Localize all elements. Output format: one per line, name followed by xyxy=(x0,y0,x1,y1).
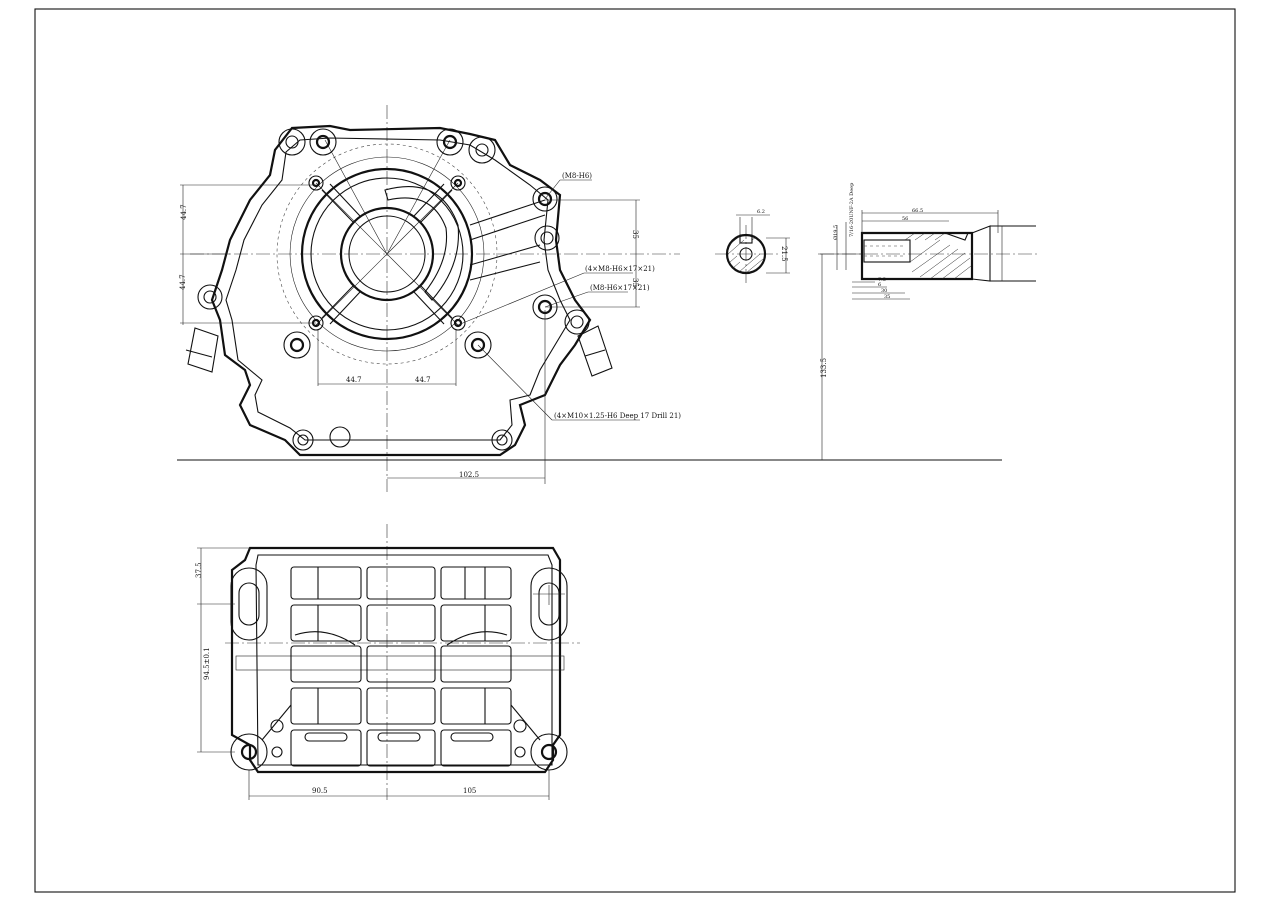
dim-inner-length: 56 xyxy=(902,216,908,222)
flange-circle xyxy=(289,156,485,352)
callout-m10: (4×M10×1.25-H6 Deep 17 Drill 21) xyxy=(554,412,681,420)
boss-outer-circle xyxy=(300,167,474,341)
side-section-view: 66.5 56 133.5 Ø19.5 7/16-20UNF-2A Deep 7… xyxy=(818,183,1040,460)
rib-pockets xyxy=(261,566,541,767)
oil-slot xyxy=(384,186,460,301)
dim-right-width: 105 xyxy=(463,787,476,795)
dim-step-4: 35 xyxy=(884,294,890,300)
dim-top-offset: 37.5 xyxy=(195,562,203,578)
dim-right-lower: 35 xyxy=(631,278,639,287)
dim-vertical-upper: 44.7 xyxy=(180,204,188,220)
dim-total-length: 66.5 xyxy=(912,208,923,214)
mounting-slots xyxy=(230,567,568,641)
dim-key-width: 6.2 xyxy=(757,209,765,215)
front-view: 44.7 44.7 44.7 44.7 35 35 102.5 (M8-H6) … xyxy=(177,105,1002,492)
dim-left-width: 90.5 xyxy=(312,787,328,795)
housing-inner-outline xyxy=(225,137,571,441)
side-pipes xyxy=(185,325,613,377)
dim-vertical-lower: 44.7 xyxy=(179,274,187,290)
radial-ribs xyxy=(321,183,546,325)
housing-outline xyxy=(210,124,592,457)
shaft-hatching xyxy=(727,235,764,274)
sheet-border xyxy=(34,8,1236,893)
pitch-circle-outer xyxy=(276,143,498,365)
dim-step-1: 7.5 xyxy=(878,277,886,283)
front-leader-lines xyxy=(457,179,640,421)
dim-small-b: 7/16-20UNF-2A Deep xyxy=(849,183,855,237)
dim-horizontal-right: 44.7 xyxy=(415,376,431,384)
keyway xyxy=(739,234,753,244)
threaded-holes xyxy=(308,175,466,331)
callout-m8-4x: (4×M8-H6×17×21) xyxy=(585,265,655,273)
dim-slot-spacing: 94.5±0.1 xyxy=(203,647,211,680)
dim-small-a: Ø19.5 xyxy=(832,225,839,240)
bearing-bore-outer xyxy=(339,206,435,302)
dim-key-depth: 21.5 xyxy=(780,246,788,262)
dim-horizontal-left: 44.7 xyxy=(346,376,362,384)
callout-m8-single: (M8-H6×17×21) xyxy=(590,284,650,292)
dim-base-offset: 102.5 xyxy=(459,471,479,479)
construction-rays xyxy=(315,139,459,326)
dim-right-upper: 35 xyxy=(631,230,639,239)
dim-height: 133.5 xyxy=(820,358,828,378)
side-hatching xyxy=(904,232,972,280)
callout-m8-top: (M8-H6) xyxy=(562,172,592,180)
bottom-view: 37.5 94.5±0.1 90.5 105 xyxy=(195,524,580,800)
dim-step-3: 30 xyxy=(881,288,887,294)
boss-inner-circle xyxy=(310,177,464,331)
bearing-bore-inner xyxy=(348,215,426,293)
dim-step-2: 6 xyxy=(878,282,881,288)
corner-holes xyxy=(230,719,568,771)
bottom-dimension-lines xyxy=(197,547,550,800)
shaft-center-hole xyxy=(739,247,753,261)
side-dimension-lines xyxy=(818,210,999,460)
threaded-bore xyxy=(863,239,911,263)
front-dimension-lines xyxy=(180,184,640,484)
shaft-section-view: 6.2 21.5 xyxy=(715,209,790,283)
base-plate-outline xyxy=(230,546,562,774)
